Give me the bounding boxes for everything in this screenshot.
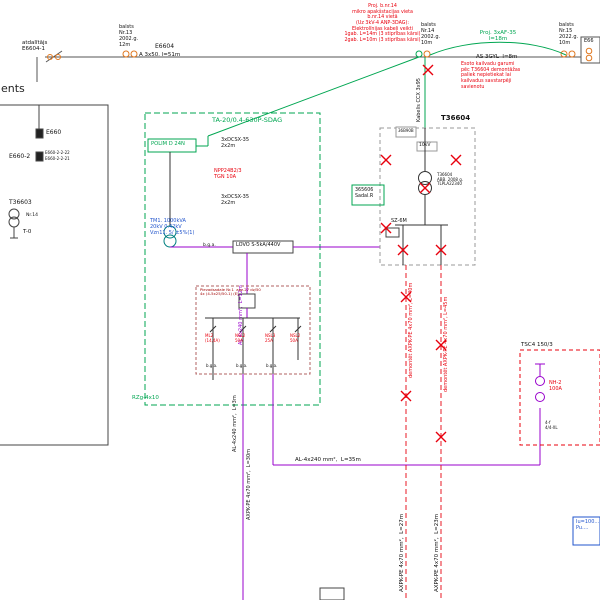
cable-al-35m-label: AL-4x240 mm², L=35m <box>295 457 361 463</box>
t36604-box <box>379 127 476 266</box>
as-line-label: AS 3GYL l=8m <box>476 54 518 60</box>
legend-e660-2-label: E660-2 <box>9 153 31 160</box>
tm1-transformer-label: TM1. 1000kVA 20kV 0.42kV Vzn11. 5/ ±5%(1… <box>150 218 195 236</box>
e660-2-symbol <box>35 151 44 162</box>
breaker-3-label: NSL3 25A <box>265 333 276 343</box>
line-e6604-spec: A 3x50. l=51m <box>139 52 181 58</box>
bga-label-3: b.g.a. <box>266 363 278 368</box>
dcsx-label-1: 3xDCSX-35 2x2m <box>221 137 249 149</box>
breaker-2-label: NSL2 50A <box>235 333 246 343</box>
breaker-icons <box>209 325 302 333</box>
demolition-note: Esoto kailvadu garumi pēc T36604 demontā… <box>461 62 521 90</box>
x-mark <box>380 154 392 166</box>
tm1-transformer-icon <box>163 225 177 239</box>
legend-title: ents <box>1 82 25 95</box>
tsc4-box <box>519 349 600 446</box>
projected-lines <box>207 41 567 137</box>
sz-6m-label: SZ-6M <box>391 218 407 224</box>
legend-e660-2-22-label: E660-2-2-22 <box>45 150 70 155</box>
lv-cables <box>242 374 541 600</box>
legend-t0-label: T-0 <box>23 229 32 235</box>
polim-arrester-box <box>147 138 197 153</box>
ta-substation-box <box>144 112 321 406</box>
nh-fuse-label: NH-2 100A <box>549 380 562 392</box>
bottom-center-box <box>319 587 345 600</box>
sadal-box <box>351 184 385 206</box>
legend-e660-2-21-label: E660-2-2-21 <box>45 156 70 161</box>
bga-label-1: b.g.a. <box>206 363 218 368</box>
x-mark <box>450 154 462 166</box>
fuse-rating-box <box>572 516 600 546</box>
distribution-panel-box <box>195 285 311 375</box>
pole-15-icon <box>560 50 568 58</box>
fuse-icon <box>535 376 545 386</box>
breaker-1-label: ML2 (14,4A) <box>205 333 220 343</box>
proj-overhead-line <box>429 41 567 56</box>
npp-fuse-label: NPP24B2/3 TGN 10A <box>214 168 242 180</box>
x-mark <box>400 390 412 402</box>
breaker-4-label: NSL2 50A <box>290 333 301 343</box>
atdalitajs-label: atdalītājs E6604-1 <box>22 40 48 53</box>
fuse-icon <box>535 392 545 402</box>
cable-axpk-30m-label: AXPK-PE 4x70 mm², L=30m <box>246 449 252 520</box>
pole-14-label: balsts Nr.14 2002.g. 10m <box>421 22 441 46</box>
t36603-transformer-icon <box>8 208 20 220</box>
cable-axpk-23m-label: AXPK-PE 4x70 mm², L=23m <box>434 513 440 592</box>
lovo-label: LOVO S-5kA/440V <box>236 242 281 248</box>
t36604-plate-label: T36604 ABB. 2008 g. TLPLA22340 <box>437 172 464 187</box>
pole-13-icon <box>122 50 130 58</box>
line-e6604-label: E6604 <box>155 43 175 50</box>
rzg-label: RZg-4x10 <box>132 395 159 401</box>
pole-13-label: balsts Nr.13 2002.g. 12m <box>119 24 139 48</box>
demontet-cable-1-label: demontēt AXPK-PE 4x70 mm², L=40m <box>408 282 414 378</box>
t36604-id-label: 36B90B <box>398 128 414 133</box>
pole-15-label: balsts Nr.15 2022.g. 10m <box>559 22 579 46</box>
dcsx-label-2: 3xDCSX-35 2x2m <box>221 194 249 206</box>
fuse-note-label: 4-f 4/4-XL <box>545 420 558 430</box>
fuse-rating-label: Iu=100... Pu.... <box>576 519 600 531</box>
ta-title: TA-20/0.4-630P-SDAG <box>212 116 283 124</box>
proj-line-label: Proj. 3xAF-35 l=18m <box>479 30 517 43</box>
legend-box <box>0 104 109 446</box>
t36604-circuit <box>351 126 476 266</box>
legend-symbols <box>0 104 109 446</box>
ta-circuit <box>144 112 380 406</box>
bga-label-2: b.g.a. <box>236 363 248 368</box>
e6605-label: E66 <box>584 38 594 44</box>
polim-label: POLIM D 24N <box>151 141 185 147</box>
t36604-transformer-icon <box>418 171 432 185</box>
tsc4-title: TSC4 150/3 <box>521 342 553 348</box>
cable-axpk-27m-label: AXPK-PE 4x70 mm², L=27m <box>399 513 405 592</box>
e6605-box <box>580 36 600 64</box>
sadal-label: 365606 Sadal.R <box>355 188 374 199</box>
proj-cable-line <box>207 56 420 137</box>
panel-header-label: Pievadsadale Nr.1 apz.27 dz/50 4x (4-5x2… <box>200 287 261 297</box>
disconnector-icon <box>45 50 63 63</box>
demontet-cable-2-label: demontēt AXPK-PE 4x70 mm², L=45m <box>443 296 449 392</box>
proj-note: Proj. b.nr.14 mikro apakšstacijas vieta … <box>344 4 421 43</box>
ccx-cable-label: Kabelis CCX 3x95 <box>416 78 422 122</box>
pole-14-icon <box>415 50 423 58</box>
legend-nr14-label: Nr.14 <box>26 213 38 218</box>
t36604-title: T36604 <box>441 114 471 122</box>
legend-e660-label: E660 <box>46 129 62 136</box>
bottom-boxes <box>319 516 600 600</box>
legend-t36603-label: T36603 <box>9 199 32 206</box>
overhead-line-group <box>36 36 600 82</box>
cable-al-3m-label: AL-4x240 mm², L=3m <box>232 395 238 452</box>
t36604-kv-label: 10kV <box>419 143 431 148</box>
bga-label: b.g.a. <box>203 243 216 248</box>
e660-symbol <box>35 128 44 139</box>
sz-6m-box <box>385 227 400 238</box>
tsc4-circuit <box>519 349 600 446</box>
